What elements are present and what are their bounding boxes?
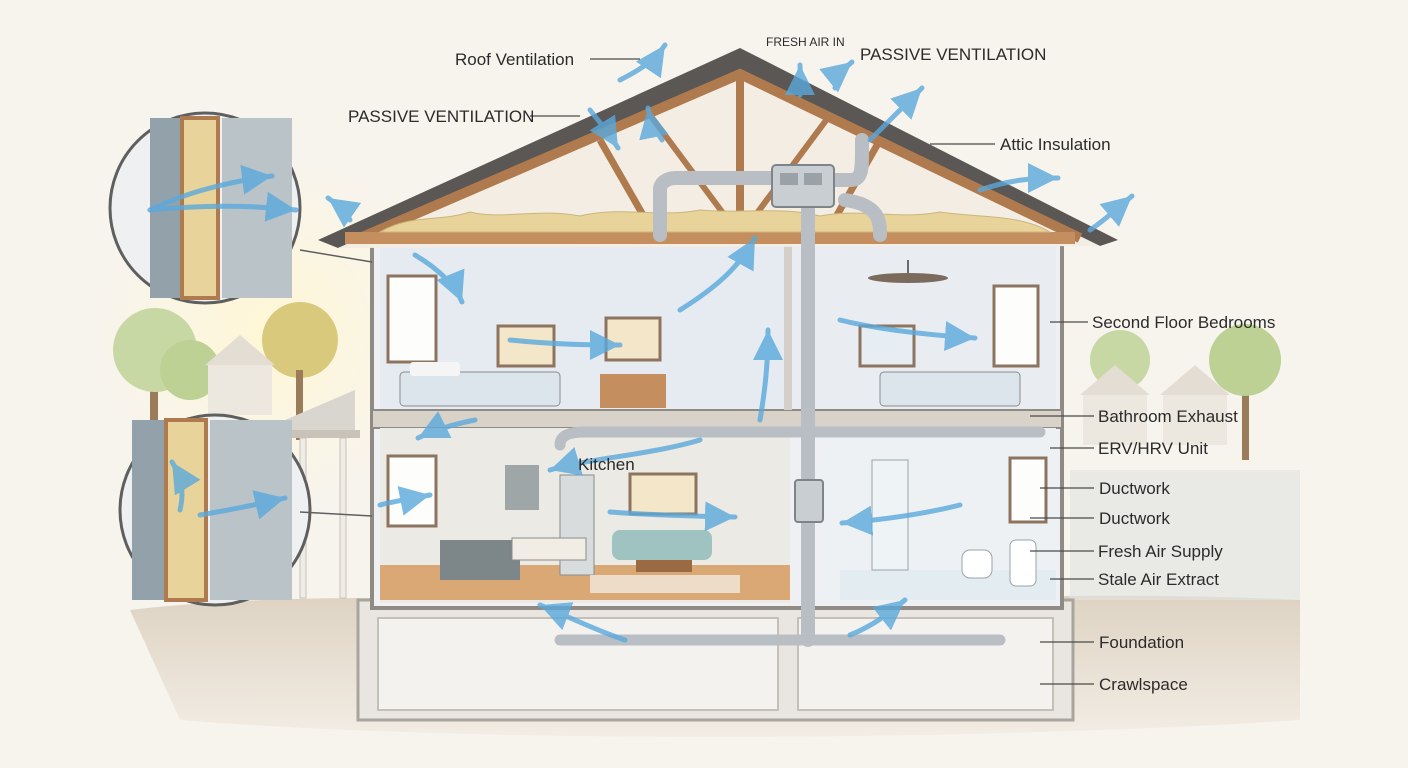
- label-ductwork-1: Ductwork: [1099, 479, 1170, 498]
- neighbor-houses-left: [205, 335, 275, 415]
- neighborhood-right: [1070, 324, 1300, 600]
- label-ductwork-2: Ductwork: [1099, 509, 1170, 528]
- foundation: [356, 598, 1075, 722]
- label-erv-hrv-unit: ERV/HRV Unit: [1098, 439, 1208, 458]
- windows: [386, 274, 1048, 528]
- label-kitchen: Kitchen: [578, 455, 635, 474]
- kitchen-living: [440, 465, 740, 593]
- label-fresh-air-supply: Fresh Air Supply: [1098, 542, 1223, 561]
- label-fresh-air-in: FRESH AIR IN: [766, 35, 845, 49]
- label-foundation: Foundation: [1099, 633, 1184, 652]
- label-stale-air-extract: Stale Air Extract: [1098, 570, 1219, 589]
- label-attic-insulation: Attic Insulation: [1000, 135, 1111, 154]
- ceiling-fan: [868, 260, 948, 283]
- ductwork: [554, 133, 1046, 647]
- labels: Roof Ventilation FRESH AIR IN PASSIVE VE…: [348, 35, 1275, 694]
- airflow-arrows: [147, 42, 1135, 643]
- label-passive-ventilation-left: PASSIVE VENTILATION: [348, 107, 534, 126]
- beds: [399, 316, 1021, 408]
- erv-hrv-unit-graphic: [771, 164, 835, 523]
- trees-left: [113, 302, 338, 440]
- label-passive-ventilation-top: PASSIVE VENTILATION: [860, 45, 1046, 64]
- label-crawlspace: Crawlspace: [1099, 675, 1188, 694]
- label-bathroom-exhaust: Bathroom Exhaust: [1098, 407, 1238, 426]
- leader-lines: [530, 58, 1094, 685]
- label-roof-ventilation: Roof Ventilation: [455, 50, 574, 69]
- label-second-floor-bedrooms: Second Floor Bedrooms: [1092, 313, 1275, 332]
